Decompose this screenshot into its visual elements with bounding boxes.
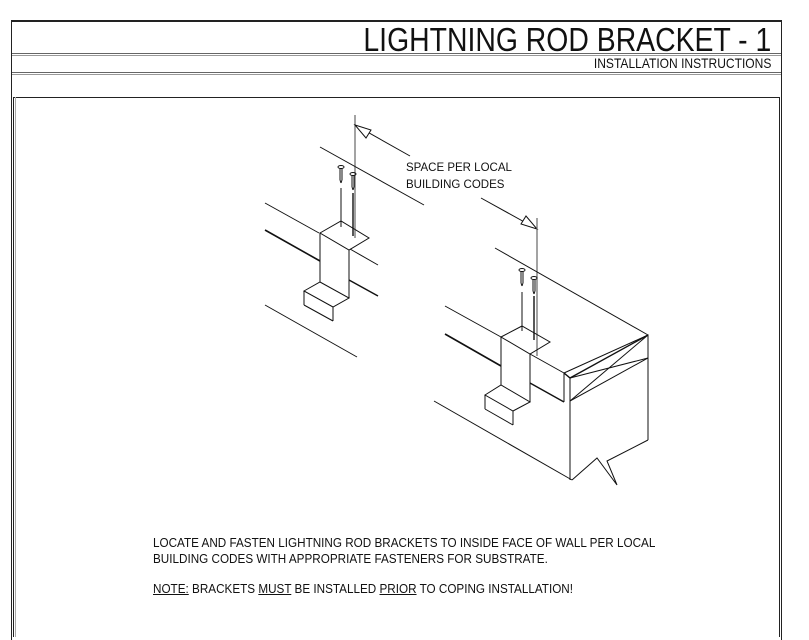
left-bracket-assembly	[264, 146, 425, 358]
coping-edge	[569, 334, 649, 379]
wall-line	[349, 248, 379, 266]
wall-line	[319, 146, 425, 206]
note-emphasis-prior: PRIOR	[379, 581, 417, 596]
wall-line	[264, 304, 358, 358]
title-divider	[12, 53, 781, 54]
right-bracket-assembly	[433, 247, 649, 486]
bracket-foot	[302, 281, 351, 308]
screw-icon	[518, 268, 526, 287]
callout-text-line2: BUILDING CODES	[406, 179, 505, 191]
arrowhead-upper	[353, 124, 372, 139]
bracket-foot-edge	[303, 304, 334, 322]
coping-cross	[569, 334, 649, 402]
instructions-line-1: LOCATE AND FASTEN LIGHTNING ROD BRACKETS…	[153, 535, 656, 550]
note-emphasis-must: MUST	[258, 581, 292, 596]
instructions-line-2: BUILDING CODES WITH APPROPRIATE FASTENER…	[153, 551, 548, 566]
wall-line	[264, 229, 321, 262]
wall-line	[348, 279, 379, 297]
wall-line	[264, 202, 320, 234]
sheet-frame: LIGHTNING ROD BRACKET - 1 INSTALLATION I…	[11, 20, 782, 640]
subtitle-divider-secondary	[12, 74, 781, 75]
instructions-text: LOCATE AND FASTEN LIGHTNING ROD BRACKETS…	[153, 535, 655, 567]
screw-icon	[530, 276, 538, 295]
drawing-panel-edge	[15, 97, 16, 637]
wall-top-edge	[494, 247, 649, 336]
coping-end-outline	[563, 334, 649, 402]
note-text: BE INSTALLED	[291, 581, 380, 596]
note-label: NOTE:	[153, 581, 189, 596]
wall-line	[444, 333, 502, 367]
subtitle-divider	[12, 72, 781, 73]
callout-text-line1: SPACE PER LOCAL	[406, 162, 512, 174]
note-text: TO COPING INSTALLATION!	[416, 581, 574, 596]
bracket-foot-edge	[484, 408, 514, 426]
screw-icon	[337, 165, 345, 184]
spacing-dimension: SPACE PER LOCAL BUILDING CODES	[353, 115, 539, 356]
wall-line	[529, 353, 565, 374]
arrowhead-lower	[520, 215, 539, 230]
break-line	[571, 439, 649, 486]
bracket-top-flange	[499, 325, 551, 355]
title-divider-secondary	[12, 55, 781, 56]
bracket-top-flange	[319, 220, 370, 251]
installation-note: NOTE: BRACKETS MUST BE INSTALLED PRIOR T…	[153, 581, 573, 597]
drawing-panel	[13, 97, 780, 637]
page-title: LIGHTNING ROD BRACKET - 1	[363, 21, 771, 58]
bracket-foot	[484, 384, 532, 412]
wall-line	[529, 382, 565, 403]
coping-edge	[563, 372, 571, 379]
screw-icon	[349, 172, 357, 191]
page-subtitle: INSTALLATION INSTRUCTIONS	[593, 55, 771, 71]
wall-line	[444, 305, 502, 338]
note-text: BRACKETS	[188, 581, 259, 596]
wall-bottom-edge	[433, 400, 573, 481]
